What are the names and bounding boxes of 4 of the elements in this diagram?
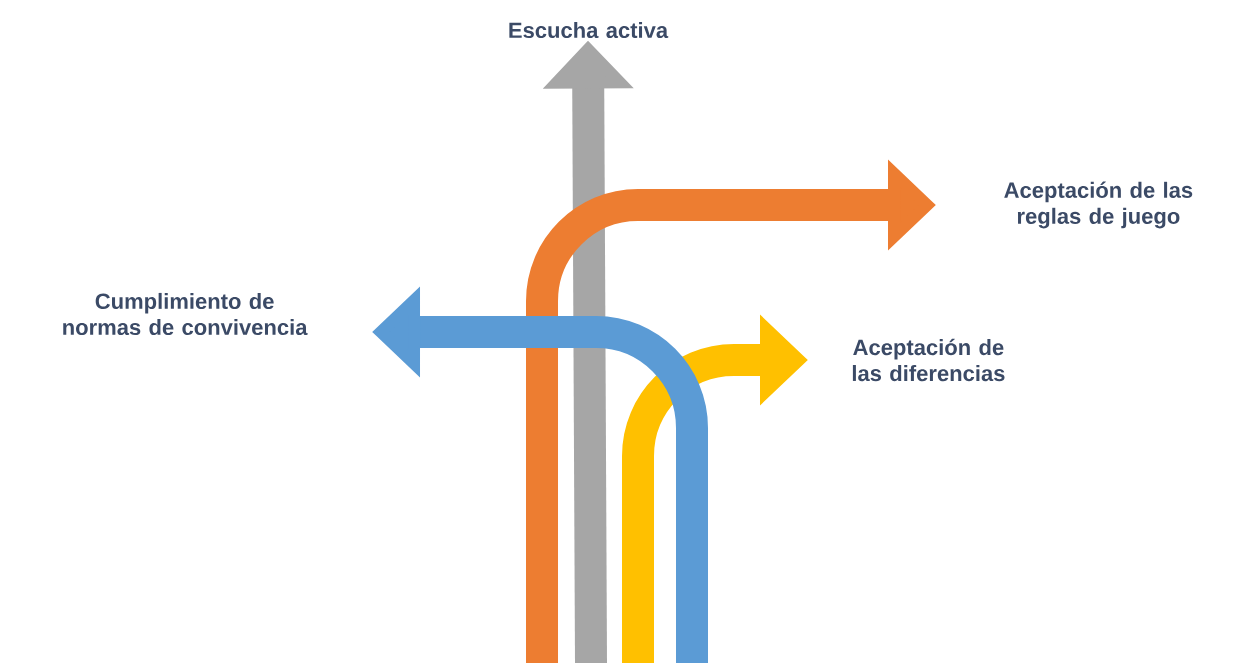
arrow-label: Escucha activa [509,21,669,39]
arrow-label: Aceptación de las reglas de juego [1004,181,1193,229]
arrow-label: Aceptación de las diferencias [852,338,1005,382]
arrow-label: Cumplimiento de normas de convivencia [63,292,308,336]
